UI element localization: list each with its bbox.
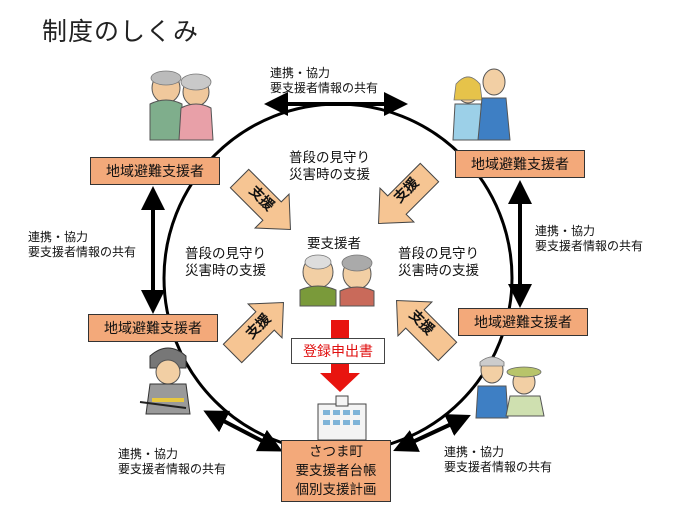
watch-label-right: 普段の見守り 災害時の支援 <box>398 246 479 280</box>
coop-line2: 要支援者情報の共有 <box>118 462 227 476</box>
support-arrow-bottom-right <box>396 300 458 362</box>
watch-label-left: 普段の見守り 災害時の支援 <box>185 246 266 280</box>
supporter-box-bottom-left: 地域避難支援者 <box>88 314 218 342</box>
coop-label-right: 連携・協力 要支援者情報の共有 <box>535 224 643 254</box>
watch-line2: 災害時の支援 <box>398 263 479 279</box>
town-line2: 要支援者台帳 <box>295 463 377 479</box>
supporter-box-top-left: 地域避難支援者 <box>90 157 220 185</box>
coop-label-bottom-left: 連携・協力 要支援者情報の共有 <box>118 447 226 477</box>
coop-line2: 要支援者情報の共有 <box>28 245 137 259</box>
watch-line2: 災害時の支援 <box>289 167 370 183</box>
support-arrow-top-left <box>229 168 291 230</box>
watch-label-top: 普段の見守り 災害時の支援 <box>289 150 370 184</box>
couple-illustration-top-right <box>452 68 511 141</box>
support-arrow-bottom-left <box>222 302 284 364</box>
registration-box: 登録申出書 <box>291 338 385 364</box>
registration-arrow-head <box>320 364 360 392</box>
coop-label-left: 連携・協力 要支援者情報の共有 <box>28 230 136 260</box>
firefighter-illustration <box>139 347 191 415</box>
watch-line1: 普段の見守り <box>398 246 479 262</box>
coop-line2: 要支援者情報の共有 <box>270 81 379 95</box>
farmer-couple-illustration <box>475 356 545 419</box>
watch-line1: 普段の見守り <box>185 246 266 262</box>
coop-line1: 連携・協力 <box>118 447 179 461</box>
coop-line1: 連携・協力 <box>270 66 331 80</box>
supporter-box-top-right: 地域避難支援者 <box>455 150 585 178</box>
support-arrow-top-right <box>378 162 440 224</box>
town-hall-illustration <box>317 395 367 441</box>
town-line1: さつま町 <box>309 444 363 460</box>
supporter-box-bottom-right: 地域避難支援者 <box>458 308 588 336</box>
town-line3: 個別支援計画 <box>295 482 377 498</box>
coop-arrow-bottom-left <box>203 410 283 452</box>
couple-illustration-top-left <box>149 70 214 141</box>
registration-arrow-shaft-top <box>331 320 349 338</box>
elderly-couple-illustration <box>299 254 375 307</box>
coop-line2: 要支援者情報の共有 <box>444 460 553 474</box>
watch-line2: 災害時の支援 <box>185 263 266 279</box>
coop-line1: 連携・協力 <box>444 445 505 459</box>
coop-line2: 要支援者情報の共有 <box>535 239 644 253</box>
center-label: 要支援者 <box>307 236 361 252</box>
town-box: さつま町 要支援者台帳 個別支援計画 <box>281 440 391 502</box>
coop-line1: 連携・協力 <box>28 230 89 244</box>
coop-arrow-bottom-right <box>393 414 471 452</box>
coop-line1: 連携・協力 <box>535 224 596 238</box>
page-title: 制度のしくみ <box>42 17 200 46</box>
coop-label-bottom-right: 連携・協力 要支援者情報の共有 <box>444 445 552 475</box>
watch-line1: 普段の見守り <box>289 150 370 166</box>
coop-label-top: 連携・協力 要支援者情報の共有 <box>270 66 378 96</box>
